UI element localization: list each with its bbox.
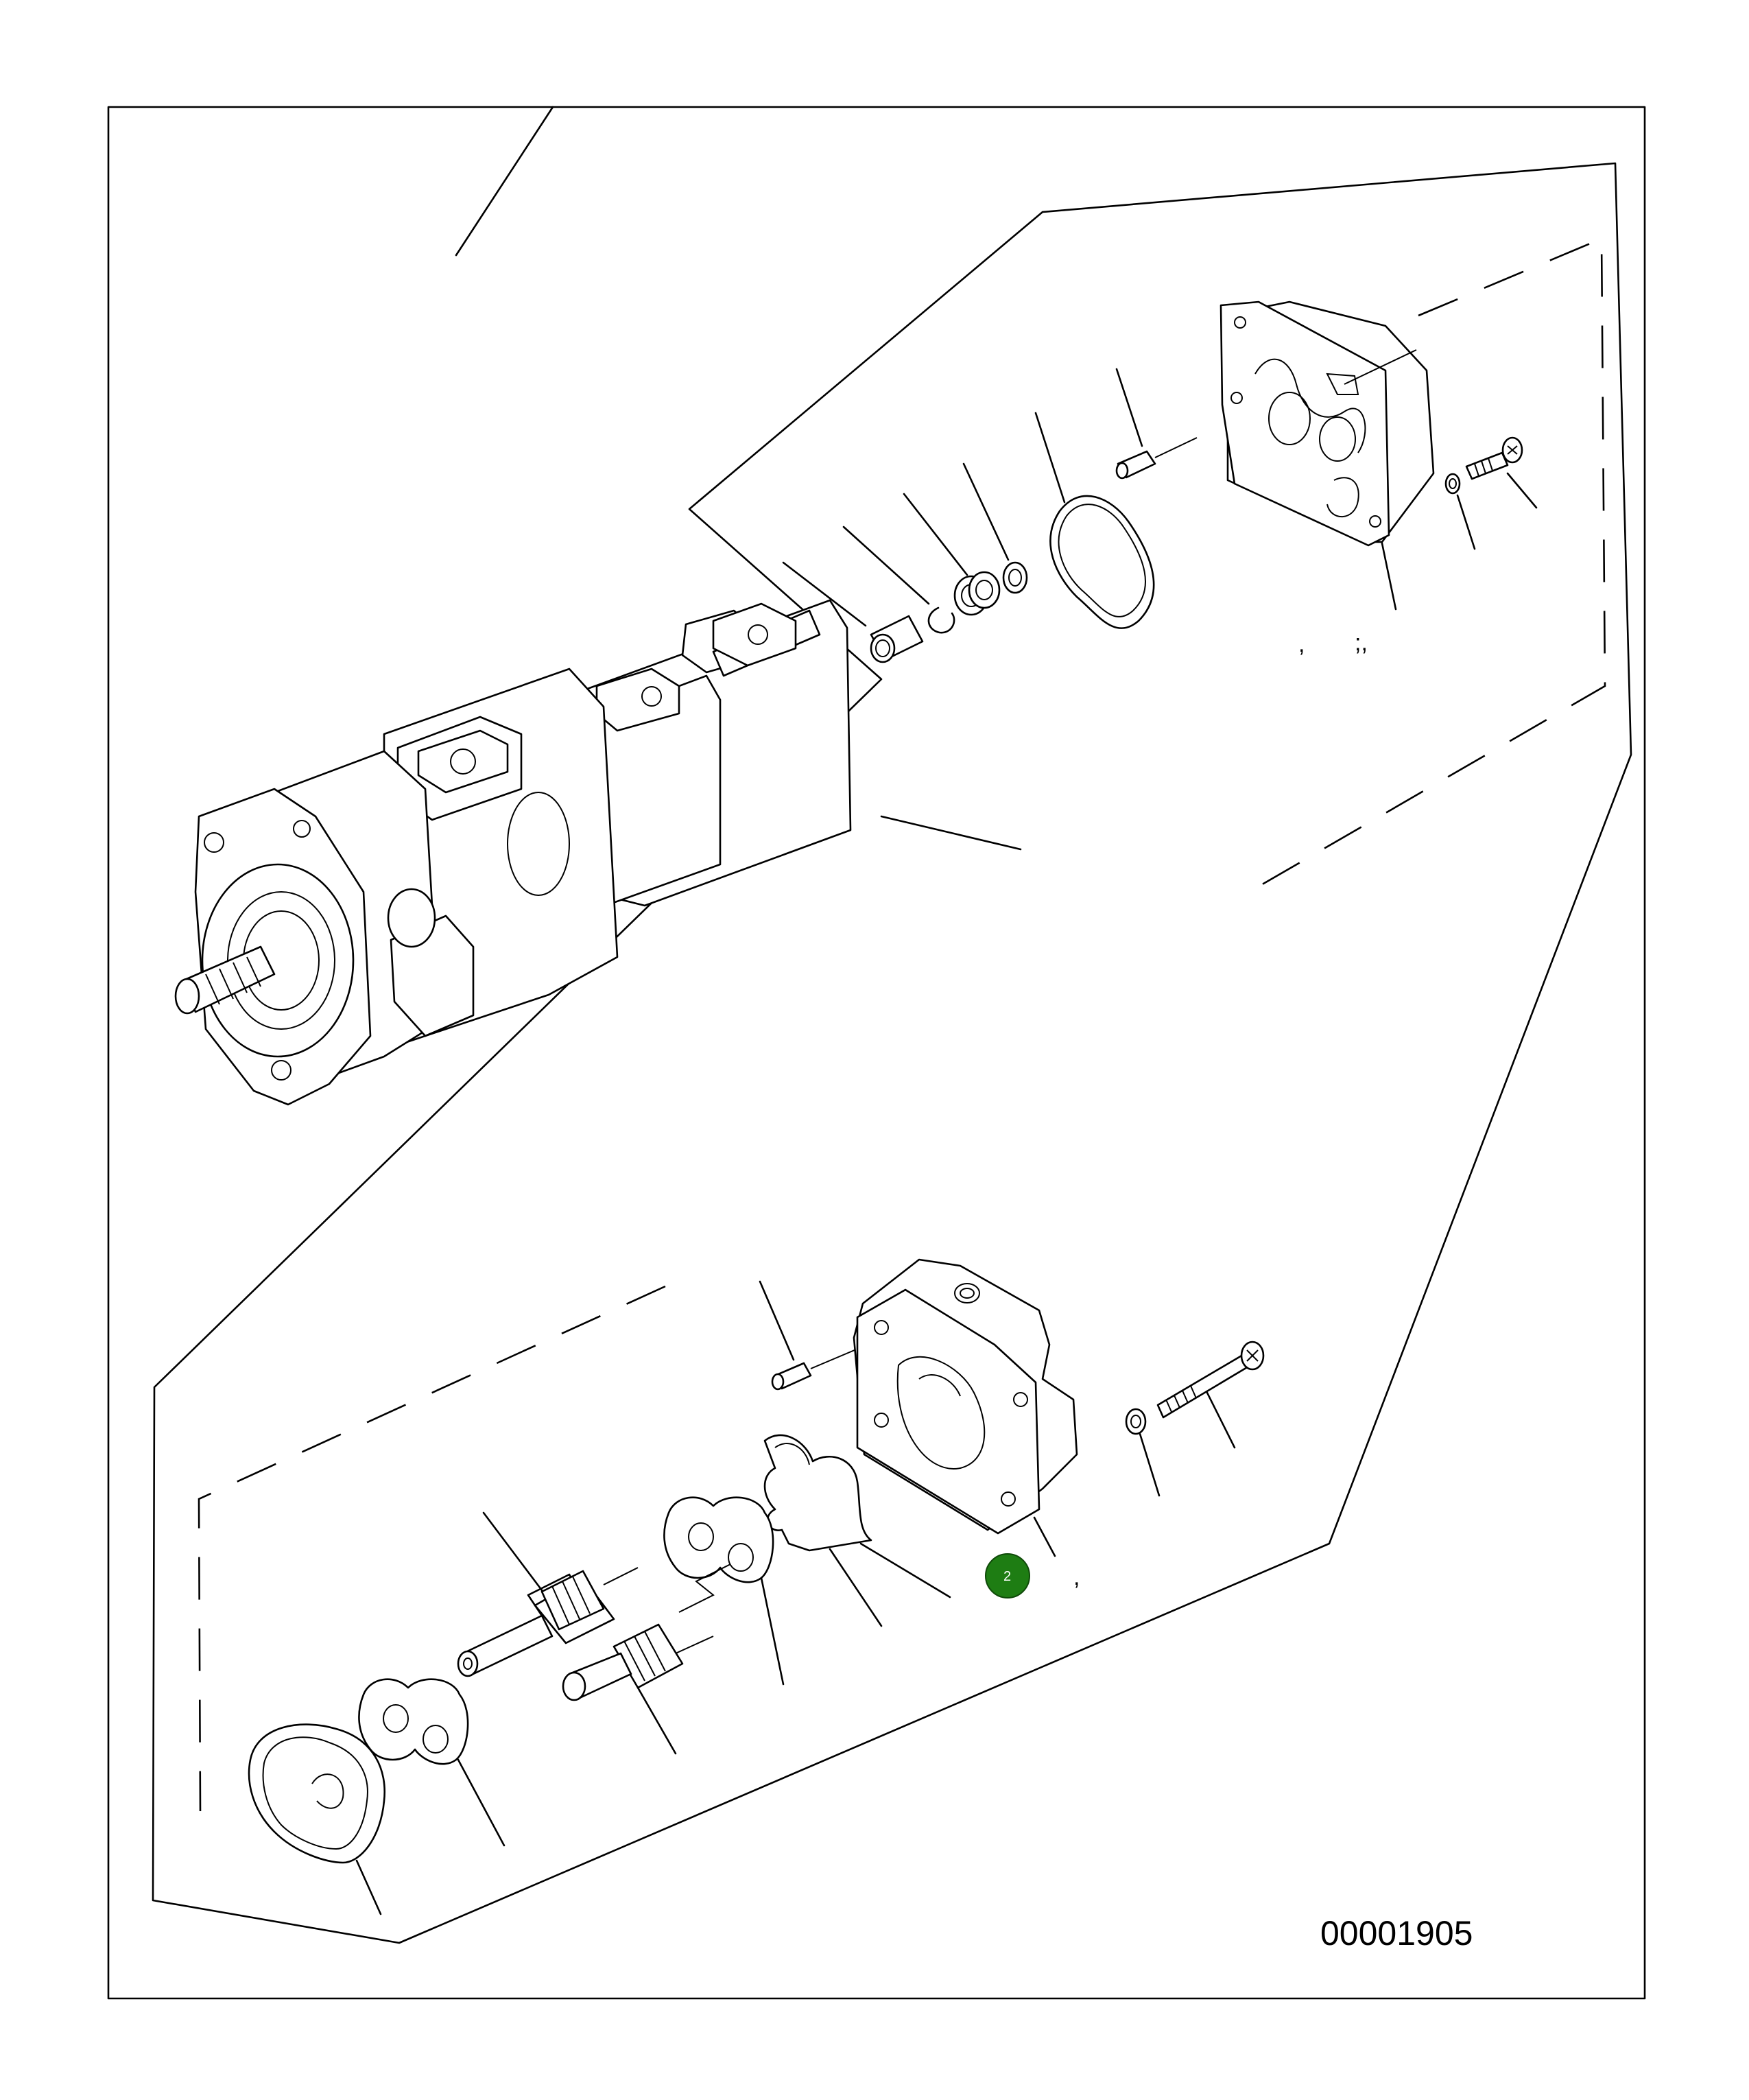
lower-dowel-pin-part <box>771 1345 865 1391</box>
drive-gear-leader <box>482 1511 543 1592</box>
small-washer-part <box>1444 473 1461 495</box>
diagram-frame <box>107 106 1646 2000</box>
hotspot-marker-circle[interactable] <box>985 1553 1030 1598</box>
wear-plate-rear-leader <box>457 1758 505 1847</box>
pump-assembly <box>174 599 852 1106</box>
bearing-part <box>953 571 1001 616</box>
washer-leader <box>962 462 1010 561</box>
side-plate-seal-part <box>763 1434 872 1552</box>
driven-gear-leader <box>636 1686 677 1755</box>
seal-leader <box>829 1548 883 1627</box>
rear-cover-part <box>1219 300 1435 547</box>
lower-dashed-guide <box>198 1285 666 1812</box>
gear-housing-part <box>853 1258 1078 1535</box>
side-plate-leader <box>859 1542 951 1598</box>
o-ring-leader <box>1034 412 1066 504</box>
lower-washer-part <box>1125 1408 1147 1435</box>
long-bolt-part <box>1156 1341 1265 1419</box>
figure-code: 00001905 <box>1320 1914 1473 1952</box>
callout-comma-lower: , <box>1073 1564 1080 1590</box>
long-bolt-leader <box>1206 1391 1236 1449</box>
hotspot-marker-label[interactable]: 2 <box>1003 1569 1011 1584</box>
snap-ring-leader <box>842 526 930 605</box>
gasket-leader <box>355 1859 382 1915</box>
driven-gear-part <box>562 1564 731 1701</box>
snap-ring-part <box>927 606 955 634</box>
dowel-pin-leader <box>1115 368 1143 447</box>
callout-comma-upper-right: ;, <box>1355 630 1368 656</box>
wear-plate-leader <box>760 1577 785 1686</box>
o-ring-part <box>1049 495 1155 629</box>
small-washer-leader <box>1456 494 1476 550</box>
wear-plate-rear-part <box>358 1678 469 1765</box>
cap-screw-part <box>1465 436 1523 480</box>
rear-cover-leader <box>1381 542 1397 611</box>
assembly-leader-line <box>455 106 554 257</box>
callout-comma-upper-left: , <box>1298 631 1305 657</box>
upper-dashed-guide <box>1254 237 1606 890</box>
drive-gear-part <box>457 1567 639 1677</box>
bearing-leader <box>903 493 968 576</box>
cap-screw-leader <box>1506 472 1538 509</box>
bushing-leader <box>782 561 867 627</box>
hotspot-marker[interactable]: 2 <box>985 1553 1030 1598</box>
dowel-pin-part <box>1115 437 1198 480</box>
gear-housing-leader <box>1033 1516 1056 1557</box>
wear-plate-front-part <box>663 1496 774 1583</box>
bushing-part <box>870 615 924 663</box>
section-outline <box>152 162 1632 1944</box>
pump-leader-line <box>880 815 1022 851</box>
lower-dowel-pin-leader <box>759 1280 795 1361</box>
washer-part <box>1002 561 1028 594</box>
gasket-part <box>248 1723 386 1864</box>
lower-washer-leader <box>1139 1432 1161 1497</box>
